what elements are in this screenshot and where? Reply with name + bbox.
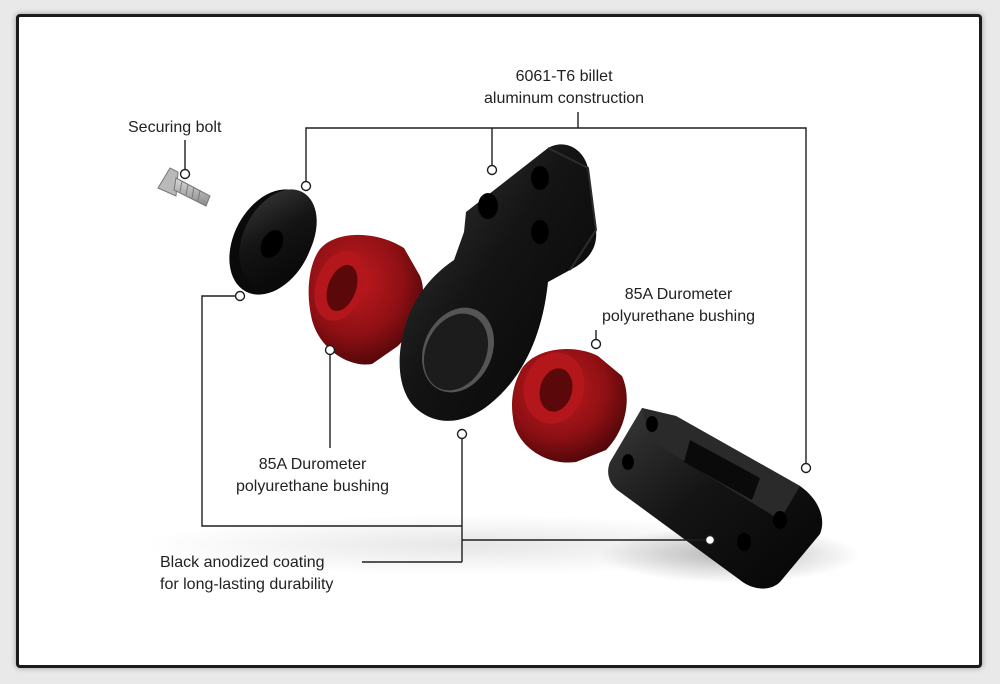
label-bushing-right-line2: polyurethane bushing bbox=[602, 308, 756, 325]
callout-dot-bushing-right bbox=[590, 338, 602, 350]
label-billet-line1: 6061-T6 billet bbox=[515, 68, 613, 85]
label-coating-line1: Black anodized coating bbox=[160, 554, 325, 571]
callout-dot-washer bbox=[300, 180, 312, 192]
black-washer-part bbox=[229, 189, 317, 295]
label-bushing-left-line2: polyurethane bushing bbox=[236, 478, 390, 495]
label-billet-aluminum: 6061-T6 billet aluminum construction bbox=[484, 66, 644, 110]
label-black-anodized: Black anodized coating for long-lasting … bbox=[160, 552, 333, 596]
label-billet-line2: aluminum construction bbox=[484, 90, 645, 107]
label-bushing-right-line1: 85A Durometer bbox=[624, 286, 733, 303]
callout-lines bbox=[184, 112, 807, 563]
floor-shadow-wide bbox=[140, 515, 800, 575]
label-bushing-left: 85A Durometer polyurethane bushing bbox=[236, 454, 389, 498]
left-red-bushing-part bbox=[308, 234, 424, 365]
label-securing-bolt: Securing bolt bbox=[128, 117, 221, 139]
callout-dot-washer-edge bbox=[234, 290, 246, 302]
label-coating-line2: for long-lasting durability bbox=[160, 576, 334, 593]
label-securing-bolt-text: Securing bolt bbox=[128, 119, 222, 136]
callout-dots bbox=[179, 164, 812, 546]
label-bushing-right: 85A Durometer polyurethane bushing bbox=[602, 284, 755, 328]
callout-dot-clamp-right bbox=[800, 462, 812, 474]
callout-dot-bracket-top bbox=[486, 164, 498, 176]
aluminum-bracket-part bbox=[399, 144, 598, 421]
right-red-bushing-part bbox=[512, 349, 627, 463]
callout-dot-bushing-left bbox=[324, 344, 336, 356]
securing-bolt-part bbox=[157, 167, 211, 207]
callout-dot-clamp-bottom bbox=[704, 534, 716, 546]
callout-dot-bracket-bottom bbox=[456, 428, 468, 440]
label-bushing-left-line1: 85A Durometer bbox=[258, 456, 367, 473]
callout-dot-bolt bbox=[179, 168, 191, 180]
lower-clamp-bracket-part bbox=[608, 408, 823, 589]
